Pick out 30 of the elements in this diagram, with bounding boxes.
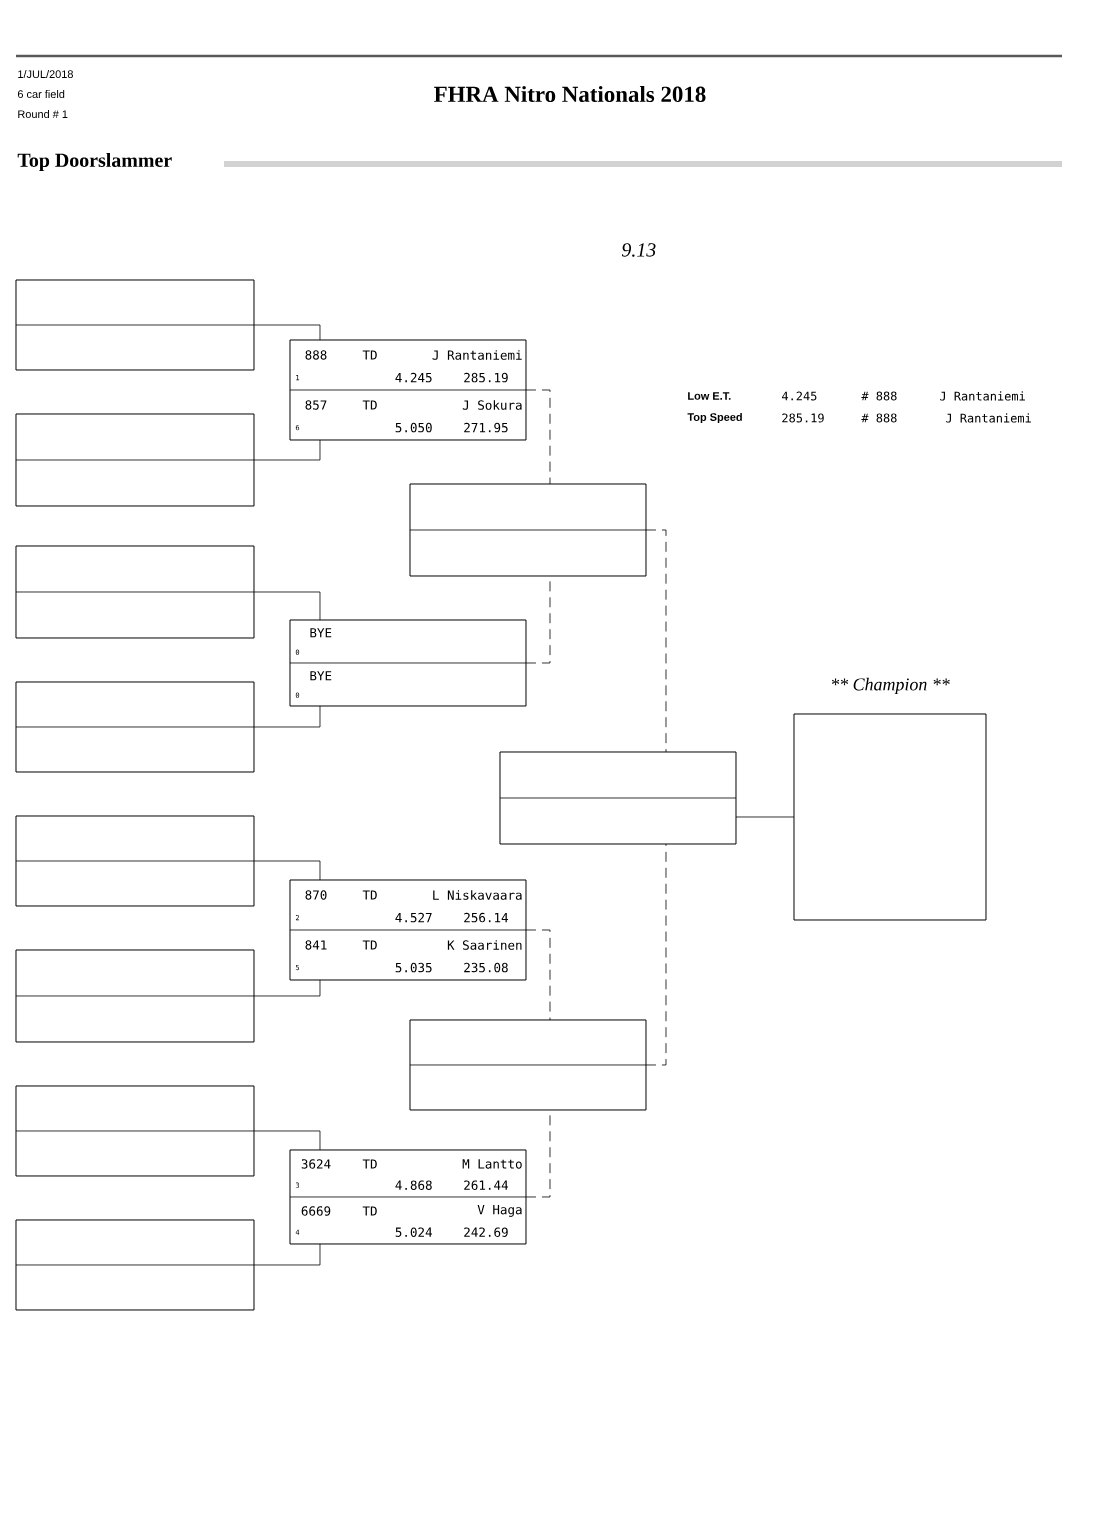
bracket-line bbox=[253, 979, 321, 997]
bracket-line bbox=[253, 591, 321, 621]
bracket-slot bbox=[15, 949, 255, 1043]
bracket-line bbox=[253, 324, 321, 341]
bracket-line bbox=[253, 860, 321, 881]
dashed-bracket-line bbox=[525, 575, 551, 664]
dashed-bracket-line bbox=[525, 1109, 551, 1198]
bracket-slot bbox=[15, 681, 255, 773]
bracket-slot bbox=[15, 279, 255, 371]
title: FHRA Nitro Nationals 2018 bbox=[434, 85, 706, 103]
bracket-line bbox=[253, 1130, 321, 1151]
bracket-line bbox=[253, 705, 321, 728]
dashed-bracket-line bbox=[645, 529, 667, 753]
bracket-slot bbox=[15, 1085, 255, 1177]
bracket-line bbox=[735, 816, 795, 818]
champion-heading: ** Champion ** bbox=[831, 677, 950, 695]
bracket-slot bbox=[409, 483, 647, 577]
dashed-bracket-line bbox=[525, 929, 551, 1021]
dashed-bracket-line bbox=[525, 389, 551, 485]
bracket-slot bbox=[15, 413, 255, 507]
class-heading: Top Doorslammer bbox=[17, 152, 172, 172]
bracket-slot bbox=[499, 751, 737, 845]
dashed-bracket-line bbox=[645, 843, 667, 1066]
bracket-line bbox=[253, 439, 321, 461]
bracket-slot bbox=[409, 1019, 647, 1111]
bracket-line bbox=[253, 1243, 321, 1266]
bracket-slot bbox=[15, 1219, 255, 1311]
bracket-slot bbox=[15, 545, 255, 639]
bracket-slot bbox=[15, 815, 255, 907]
handwritten-note: 9.13 bbox=[622, 243, 656, 257]
